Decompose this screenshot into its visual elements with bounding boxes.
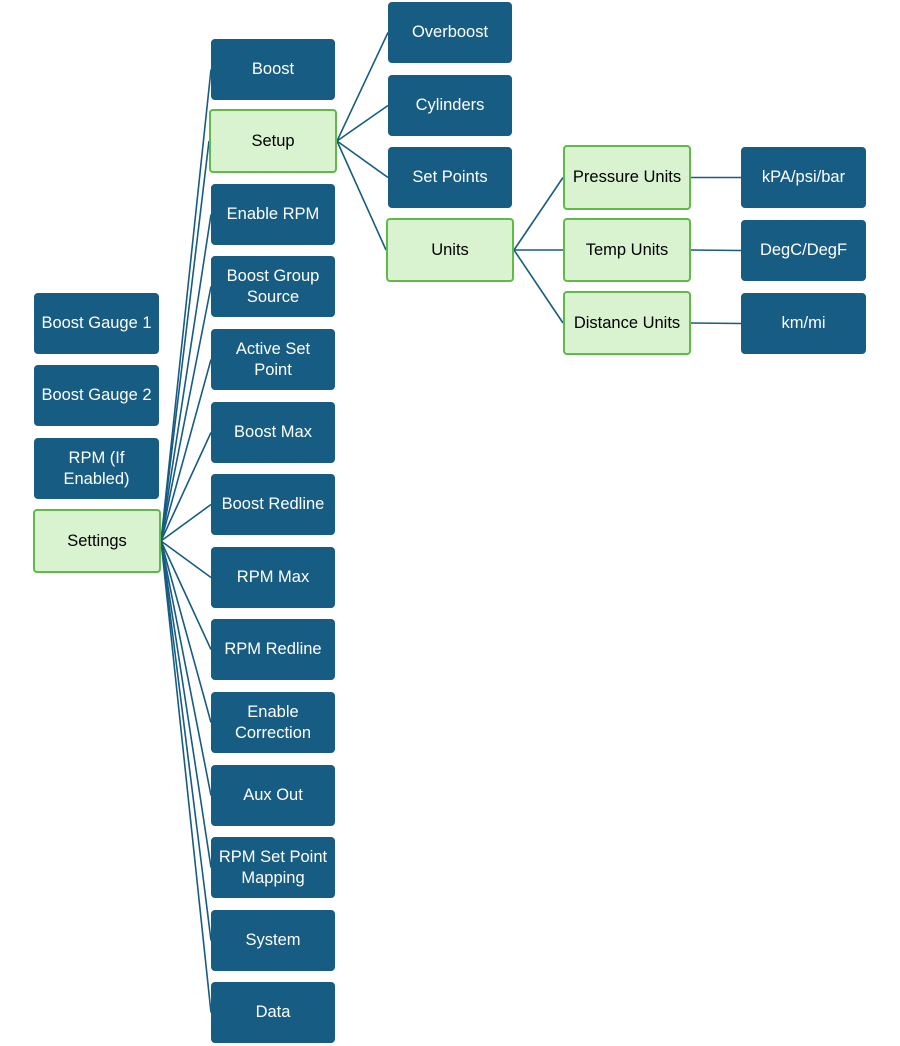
node-rpm-if-enabled: RPM (If Enabled) xyxy=(34,438,159,499)
connector-settings-enable_correction xyxy=(160,540,212,723)
node-temp-units: Temp Units xyxy=(563,218,691,282)
connector-settings-enable_rpm xyxy=(160,214,212,542)
connector-settings-boost_group_source xyxy=(160,286,212,542)
connector-setup-cylinders xyxy=(336,104,389,142)
node-distance-units: Distance Units xyxy=(563,291,691,355)
connector-settings-rpm_max xyxy=(160,540,212,579)
node-temp-values: DegC/DegF xyxy=(741,220,866,281)
node-rpm-set-point-mapping: RPM Set Point Mapping xyxy=(211,837,335,898)
connector-settings-aux_out xyxy=(160,540,212,796)
connector-setup-overboost xyxy=(336,32,389,142)
node-rpm-redline: RPM Redline xyxy=(211,619,335,680)
connector-settings-boost xyxy=(160,69,212,542)
node-pressure-values: kPA/psi/bar xyxy=(741,147,866,208)
node-boost-max: Boost Max xyxy=(211,402,335,463)
node-enable-rpm: Enable RPM xyxy=(211,184,335,245)
node-boost-gauge-2: Boost Gauge 2 xyxy=(34,365,159,426)
connector-settings-active_set_point xyxy=(160,359,212,542)
connector-units-distance_units xyxy=(513,249,564,324)
node-boost-redline: Boost Redline xyxy=(211,474,335,535)
node-distance-values: km/mi xyxy=(741,293,866,354)
connector-settings-setup xyxy=(160,140,210,542)
node-setup: Setup xyxy=(209,109,337,173)
node-pressure-units: Pressure Units xyxy=(563,145,691,210)
node-set-points: Set Points xyxy=(388,147,512,208)
node-data: Data xyxy=(211,982,335,1043)
node-boost-gauge-1: Boost Gauge 1 xyxy=(34,293,159,354)
connector-settings-boost_redline xyxy=(160,503,212,542)
connector-setup-units xyxy=(336,140,387,251)
node-active-set-point: Active Set Point xyxy=(211,329,335,390)
node-system: System xyxy=(211,910,335,971)
node-aux-out: Aux Out xyxy=(211,765,335,826)
node-overboost: Overboost xyxy=(388,2,512,63)
node-units: Units xyxy=(386,218,514,282)
node-boost: Boost xyxy=(211,39,335,100)
node-cylinders: Cylinders xyxy=(388,75,512,136)
connector-distance_units-distance_values xyxy=(690,322,742,325)
connector-settings-rpm_set_point_mapping xyxy=(160,540,212,868)
connector-settings-boost_max xyxy=(160,432,212,542)
node-settings: Settings xyxy=(33,509,161,573)
connector-settings-data xyxy=(160,540,212,1013)
node-rpm-max: RPM Max xyxy=(211,547,335,608)
connector-units-pressure_units xyxy=(513,177,564,251)
node-boost-group-source: Boost Group Source xyxy=(211,256,335,317)
node-enable-correction: Enable Correction xyxy=(211,692,335,753)
connector-settings-system xyxy=(160,540,212,941)
connector-settings-rpm_redline xyxy=(160,540,212,650)
connector-setup-set_points xyxy=(336,140,389,179)
connector-temp_units-temp_values xyxy=(690,249,742,252)
